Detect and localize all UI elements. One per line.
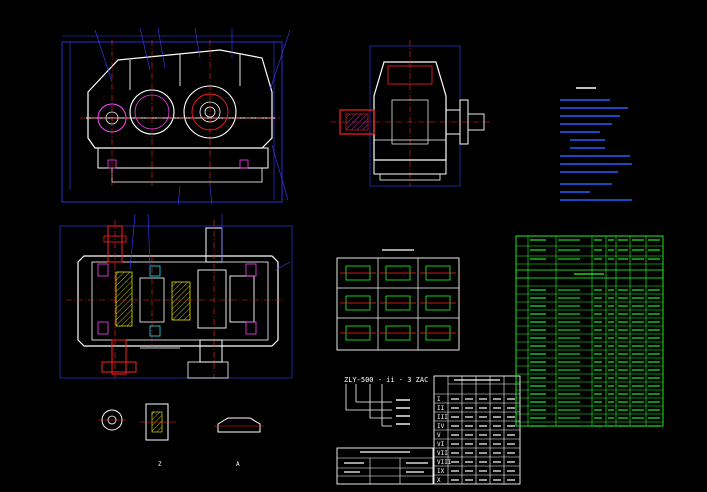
section-z-label: Z (158, 461, 162, 468)
model-code-diagram (345, 384, 410, 427)
technical-notes (560, 87, 632, 201)
front-elevation-view (61, 27, 291, 206)
ratio-row-label: III (437, 414, 448, 421)
ratio-row-label: VIII (437, 459, 452, 466)
ratio-row-label: IV (437, 423, 445, 430)
ratio-row-label: I (437, 396, 441, 403)
mounting-options-table (336, 249, 460, 351)
title-block (336, 447, 434, 485)
ratio-row-label: VI (437, 441, 445, 448)
ratio-row-label: X (437, 477, 441, 484)
detail-views (98, 403, 264, 441)
ratio-row-label: IX (437, 468, 445, 475)
ratio-row-label: V (437, 432, 441, 439)
model-code-text: ZLY-500 - ii - 3 ZAC (344, 376, 428, 384)
section-a-label: A (236, 461, 240, 468)
plan-section-view (59, 213, 293, 379)
side-elevation-view (330, 40, 490, 187)
ratio-row-label: II (437, 405, 445, 412)
parts-list-table (515, 235, 664, 427)
ratio-row-label: VII (437, 450, 448, 457)
